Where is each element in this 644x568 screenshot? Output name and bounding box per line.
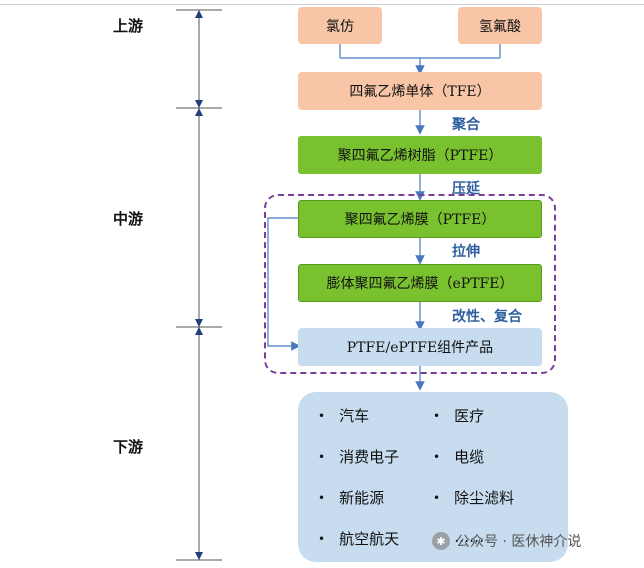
- box-eptfe-film: 膨体聚四氟乙烯膜（ePTFE）: [298, 264, 542, 302]
- stage-label-upstream: 上游: [113, 17, 144, 35]
- application-item: •航空航天: [318, 530, 400, 548]
- application-item: •消费电子: [318, 448, 400, 466]
- box-ptfe-resin: 聚四氟乙烯树脂（PTFE）: [298, 136, 542, 174]
- application-item: •新能源: [318, 489, 385, 507]
- watermark: ✱ 公众号 · 医休神介说: [432, 531, 581, 551]
- top-rule: [0, 4, 644, 5]
- process-label-modify-composite: 改性、复合: [452, 309, 522, 325]
- stage-label-midstream: 中游: [113, 210, 144, 228]
- application-item: •除尘滤料: [433, 489, 515, 507]
- process-label-calender: 压延: [452, 181, 480, 197]
- box-hydrofluoric-acid: 氢氟酸: [458, 7, 542, 44]
- box-ptfe-film: 聚四氟乙烯膜（PTFE）: [298, 200, 542, 238]
- process-label-stretch: 拉伸: [452, 244, 480, 260]
- stage-label-downstream: 下游: [113, 438, 144, 456]
- wechat-icon: ✱: [432, 532, 450, 550]
- box-chloroform: 氯仿: [298, 7, 382, 44]
- process-label-polymerize: 聚合: [452, 117, 480, 133]
- application-item: •电缆: [433, 448, 485, 466]
- dashed-group-frame: [264, 194, 556, 374]
- application-item: •医疗: [433, 407, 485, 425]
- watermark-text: 公众号 · 医休神介说: [456, 534, 582, 550]
- applications-panel: [298, 392, 568, 562]
- application-item: •汽车: [318, 407, 370, 425]
- box-tfe-monomer: 四氟乙烯单体（TFE）: [298, 72, 542, 110]
- box-components: PTFE/ePTFE组件产品: [298, 328, 542, 366]
